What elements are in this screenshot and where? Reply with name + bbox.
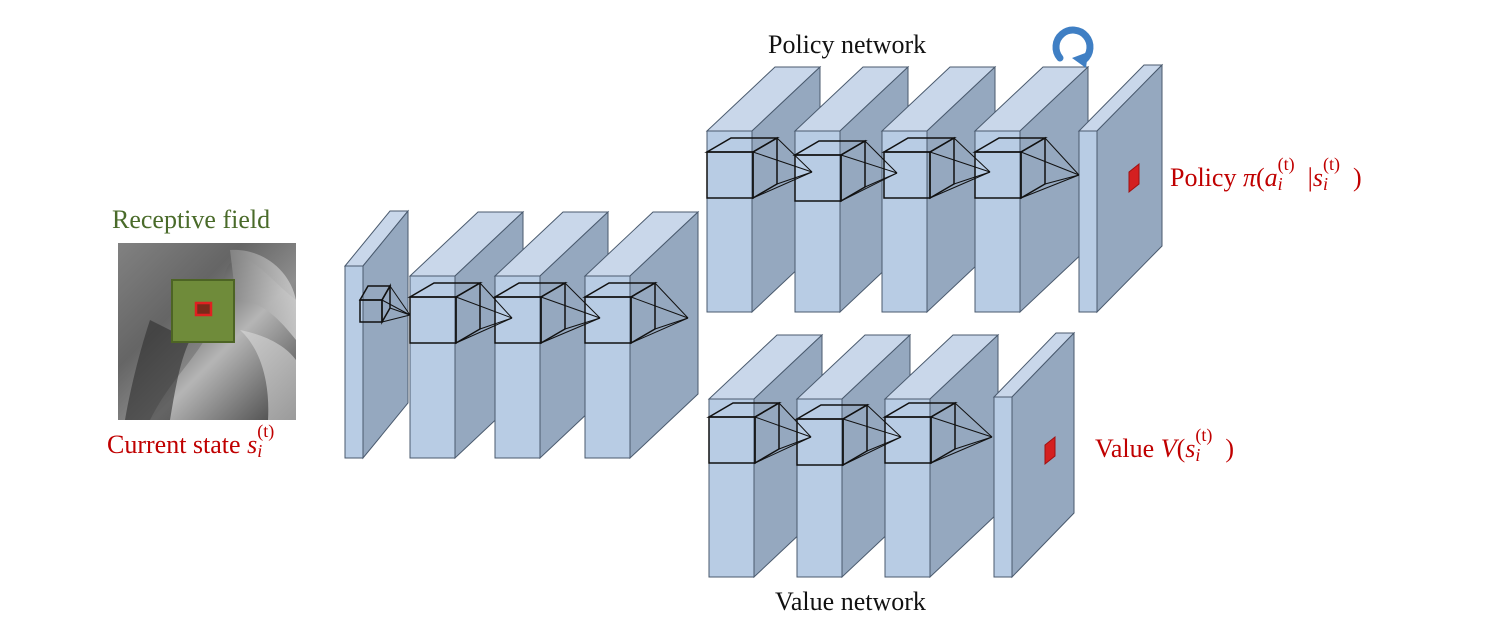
value-network-label: Value network [775, 587, 926, 616]
policy-text: Policy [1170, 163, 1237, 192]
kernel-policy-2 [792, 139, 898, 203]
kernel-shared-2 [492, 281, 601, 345]
kernel-value-2 [794, 403, 902, 467]
current-state-text: Current state [107, 430, 241, 459]
value-state-symbol: s [1185, 434, 1196, 463]
circular-arrow-icon [1052, 26, 1094, 68]
value-output-marker [1044, 435, 1056, 466]
policy-output-label: Policy π(a(t)i|s(t)i) [1170, 154, 1362, 194]
kernel-value-1 [706, 401, 812, 465]
policy-output-slab [1077, 63, 1164, 314]
value-state-subscript: i [1195, 445, 1201, 465]
policy-output-marker [1128, 162, 1140, 194]
kernel-shared-1 [407, 281, 513, 345]
value-output-label: Value V(s(t)i) [1095, 425, 1235, 465]
policy-network-label: Policy network [768, 30, 927, 59]
state-symbol: s [247, 430, 258, 459]
value-text: Value [1095, 434, 1155, 463]
state-subscript: i [257, 441, 263, 461]
input-layer-slab [343, 209, 410, 460]
kernel-policy-3 [881, 136, 991, 200]
state-superscript: (t) [257, 421, 275, 441]
receptive-field-box [171, 279, 235, 343]
shared-layer-3 [583, 210, 700, 460]
action-superscript: (t) [1277, 154, 1295, 174]
action-symbol: a [1264, 163, 1278, 192]
input-image [118, 243, 296, 420]
kernel-policy-1 [704, 136, 813, 200]
value-output-slab [992, 331, 1076, 579]
kernel-shared-3 [582, 281, 689, 345]
receptive-field-label: Receptive field [112, 205, 271, 234]
value-state-superscript: (t) [1195, 425, 1213, 445]
policy-state-subscript: i [1323, 174, 1329, 194]
kernel-policy-4 [972, 136, 1080, 200]
value-layer-3 [883, 333, 1000, 579]
pi-symbol: π [1242, 163, 1256, 192]
action-subscript: i [1277, 174, 1283, 194]
policy-state-symbol: s [1312, 163, 1323, 192]
current-state-label: Current state s(t)i [107, 421, 287, 461]
kernel-value-3 [882, 401, 993, 465]
value-symbol: V [1160, 434, 1177, 463]
policy-state-superscript: (t) [1323, 154, 1340, 174]
kernel-input [358, 283, 411, 325]
policy-layer-4 [973, 65, 1090, 314]
